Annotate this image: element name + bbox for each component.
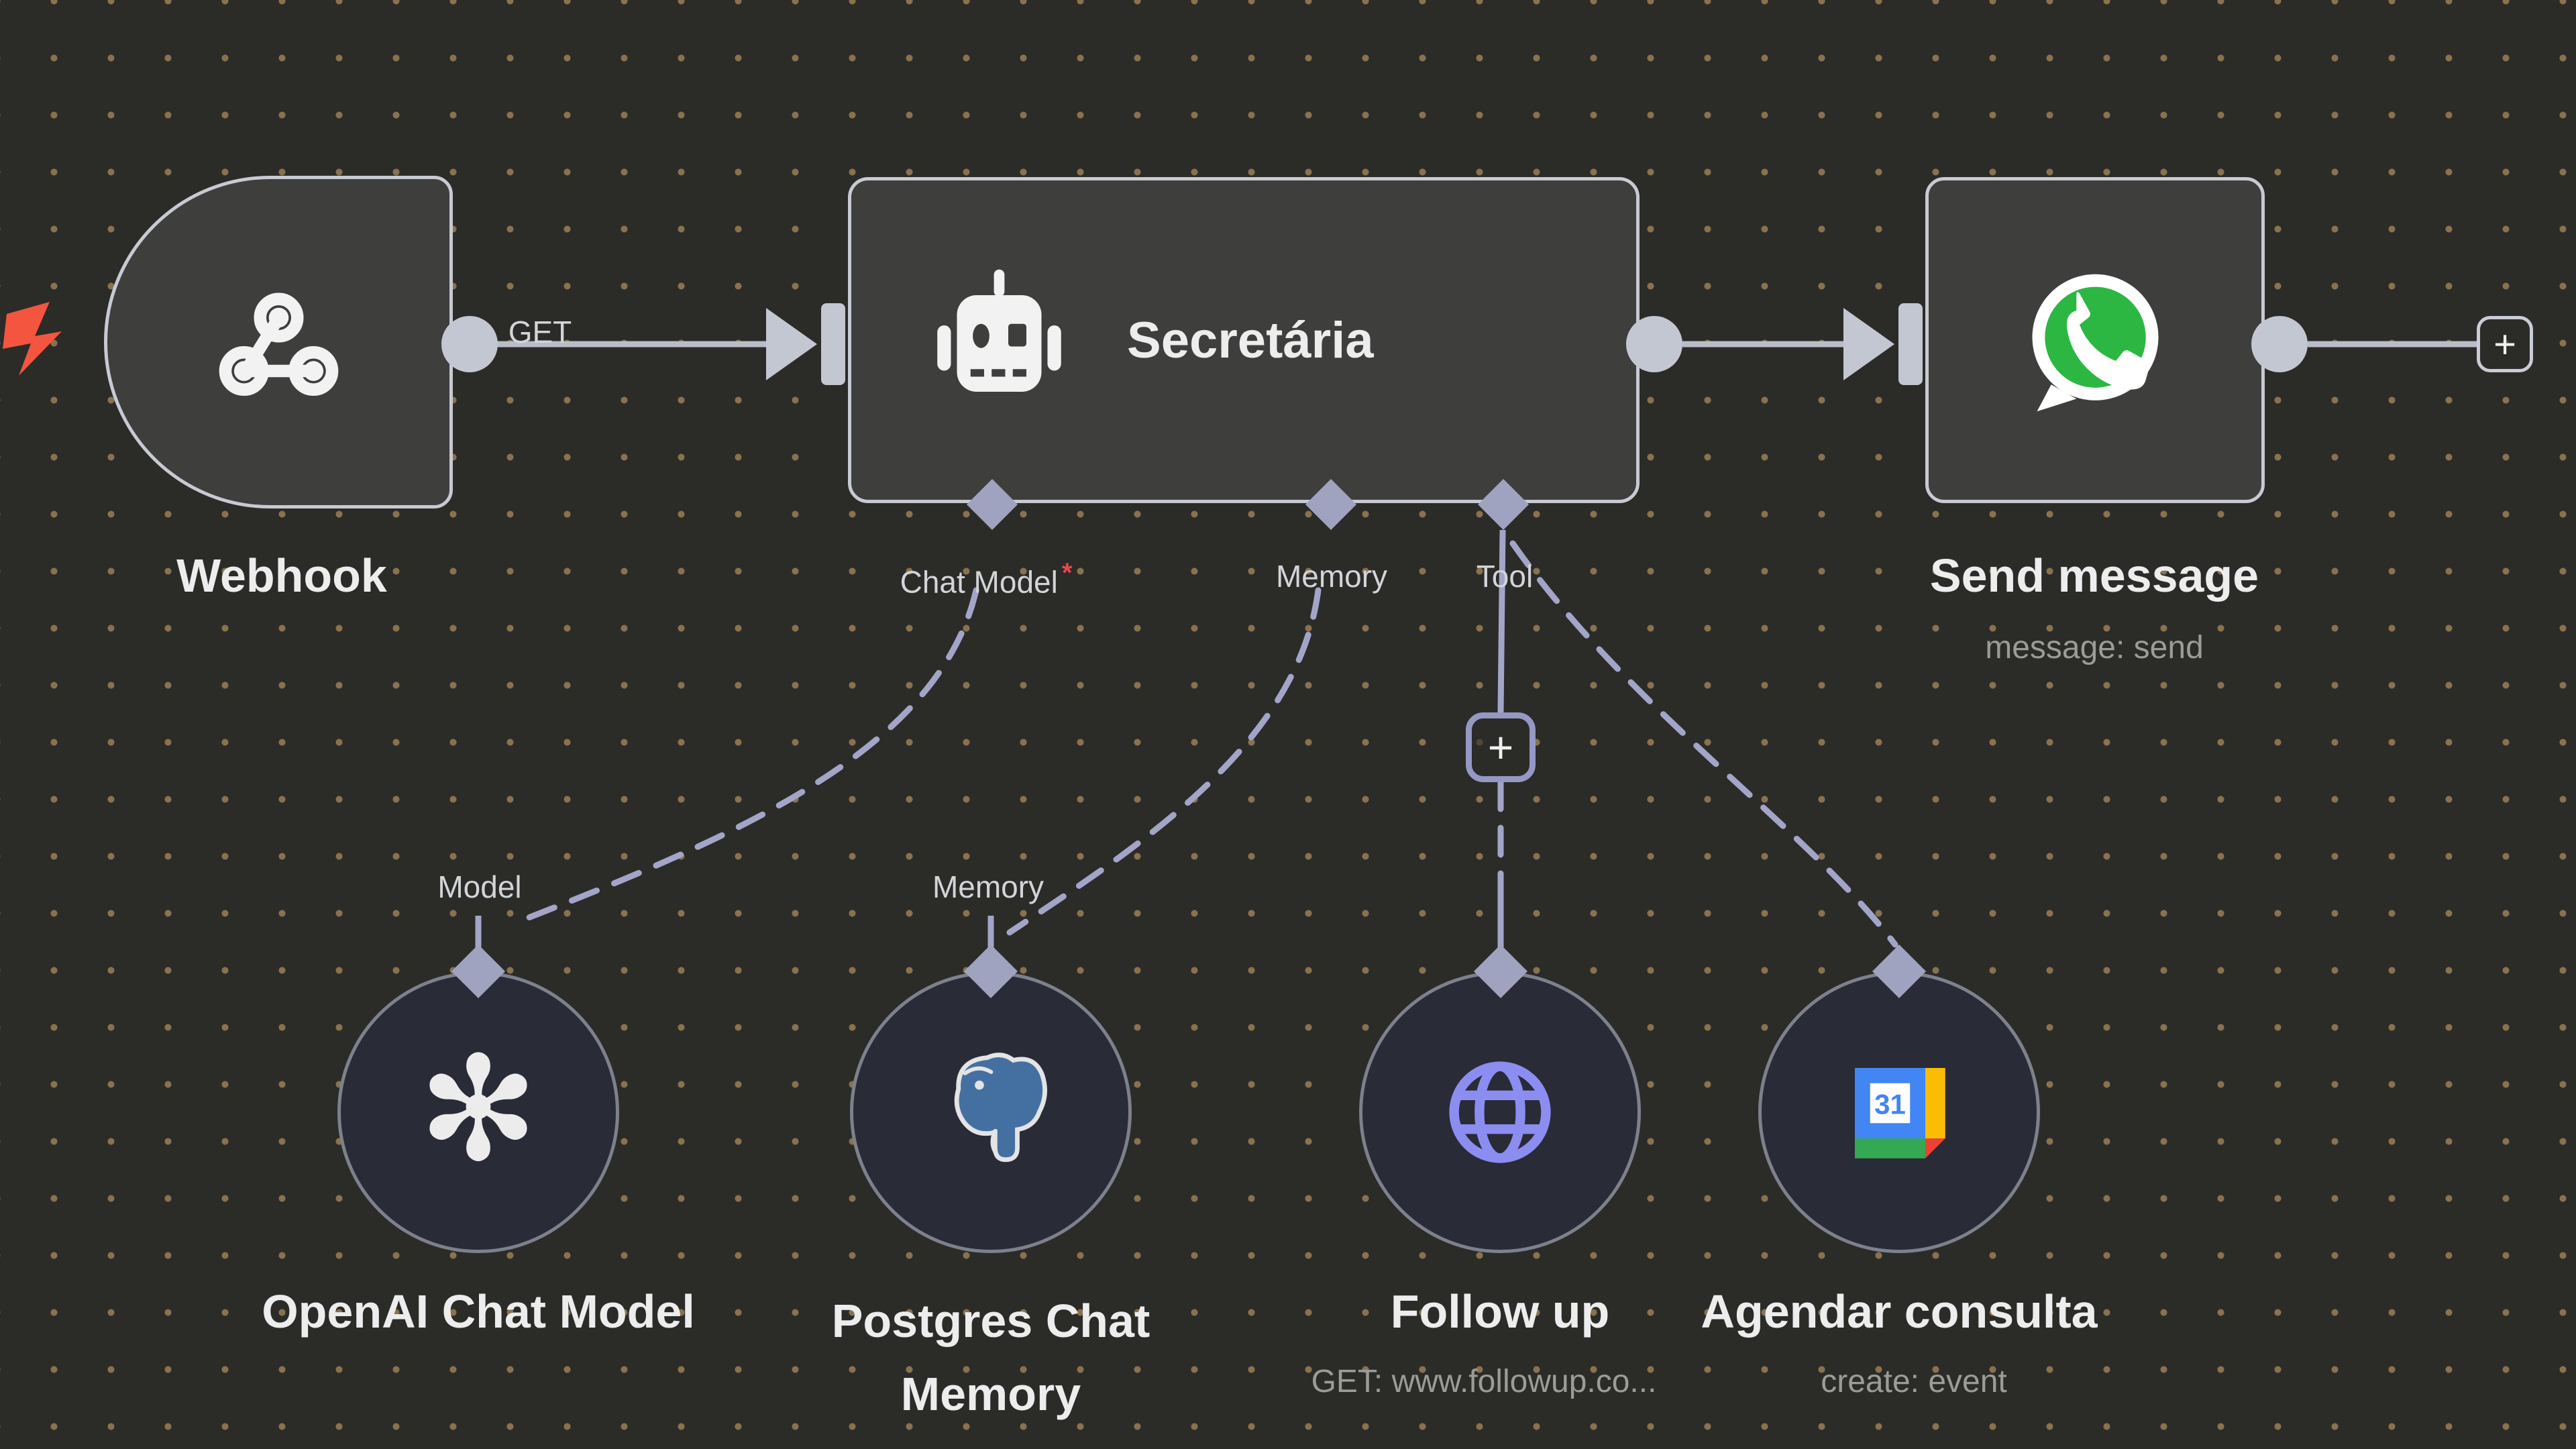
output-port-sendmessage[interactable]: [2251, 316, 2308, 372]
node-label-calendar: Agendar consulta: [1701, 1285, 2098, 1338]
google-calendar-icon: 31: [1854, 1067, 1945, 1159]
port-diamond-followup[interactable]: [1474, 945, 1527, 998]
globe-icon: [1449, 1061, 1551, 1163]
node-agent-secretaria[interactable]: Secretária: [848, 177, 1640, 503]
whatsapp-icon: [2032, 274, 2158, 411]
node-subtitle-send-message: message: send: [1985, 630, 2204, 665]
node-subtitle-followup: GET: www.followup.co...: [1311, 1364, 1657, 1399]
calendar-day-number: 31: [1874, 1088, 1906, 1120]
node-webhook[interactable]: [104, 176, 453, 508]
required-marker: *: [1061, 558, 1073, 588]
input-port-sendmessage[interactable]: [1898, 303, 1923, 385]
node-postgres-chat-memory[interactable]: [850, 971, 1132, 1253]
node-openai-chat-model[interactable]: ✻: [337, 971, 619, 1253]
connection-chatmodel-openai[interactable]: [513, 587, 979, 926]
robot-agent-icon: [937, 269, 1061, 392]
port-label-text: Chat Model: [900, 564, 1058, 600]
port-label-tool: Tool: [1476, 559, 1534, 594]
openai-icon: ✻: [417, 1028, 539, 1190]
node-label-postgres: Postgres Chat Memory: [831, 1295, 1150, 1420]
node-label-openai: OpenAI Chat Model: [262, 1285, 695, 1338]
connection-memory-postgres[interactable]: [1006, 587, 1322, 936]
port-diamond-postgres[interactable]: [964, 945, 1018, 998]
add-node-button[interactable]: +: [2477, 316, 2533, 372]
port-diamond-memory[interactable]: [1305, 479, 1356, 530]
port-label-memory: Memory: [1275, 559, 1388, 594]
port-diamond-tool[interactable]: [1478, 479, 1529, 530]
port-label-memory-mid: Memory: [932, 869, 1044, 904]
arrowhead-icon: [766, 308, 817, 380]
node-label-send-message: Send message: [1929, 549, 2259, 602]
node-send-message-whatsapp[interactable]: [1925, 177, 2265, 503]
port-diamond-calendar[interactable]: [1872, 945, 1926, 998]
connection-tool-addbox[interactable]: [1497, 529, 1506, 713]
connection-label-get: GET: [508, 315, 572, 350]
node-agendar-consulta[interactable]: 31: [1758, 971, 2040, 1253]
node-follow-up[interactable]: [1359, 971, 1641, 1253]
node-label-webhook: Webhook: [176, 549, 387, 602]
add-tool-button[interactable]: +: [1466, 712, 1536, 782]
output-port-webhook[interactable]: [441, 316, 498, 372]
arrowhead-icon: [1843, 308, 1894, 380]
webhook-icon: [219, 292, 338, 396]
node-subtitle-calendar: create: event: [1821, 1364, 2007, 1399]
port-label-model: Model: [437, 869, 522, 904]
node-label-followup: Follow up: [1390, 1285, 1610, 1338]
agent-node-title: Secretária: [1127, 311, 1374, 369]
port-diamond-openai[interactable]: [451, 945, 505, 998]
input-port-agent[interactable]: [821, 303, 845, 385]
port-label-chat-model: Chat Model*: [900, 558, 1073, 600]
connection-tool-calendar[interactable]: [1509, 540, 1898, 948]
output-port-agent[interactable]: [1626, 316, 1682, 372]
trigger-lightning-icon: [3, 302, 62, 376]
port-diamond-chat-model[interactable]: [967, 479, 1018, 530]
postgres-icon: [954, 1052, 1047, 1162]
